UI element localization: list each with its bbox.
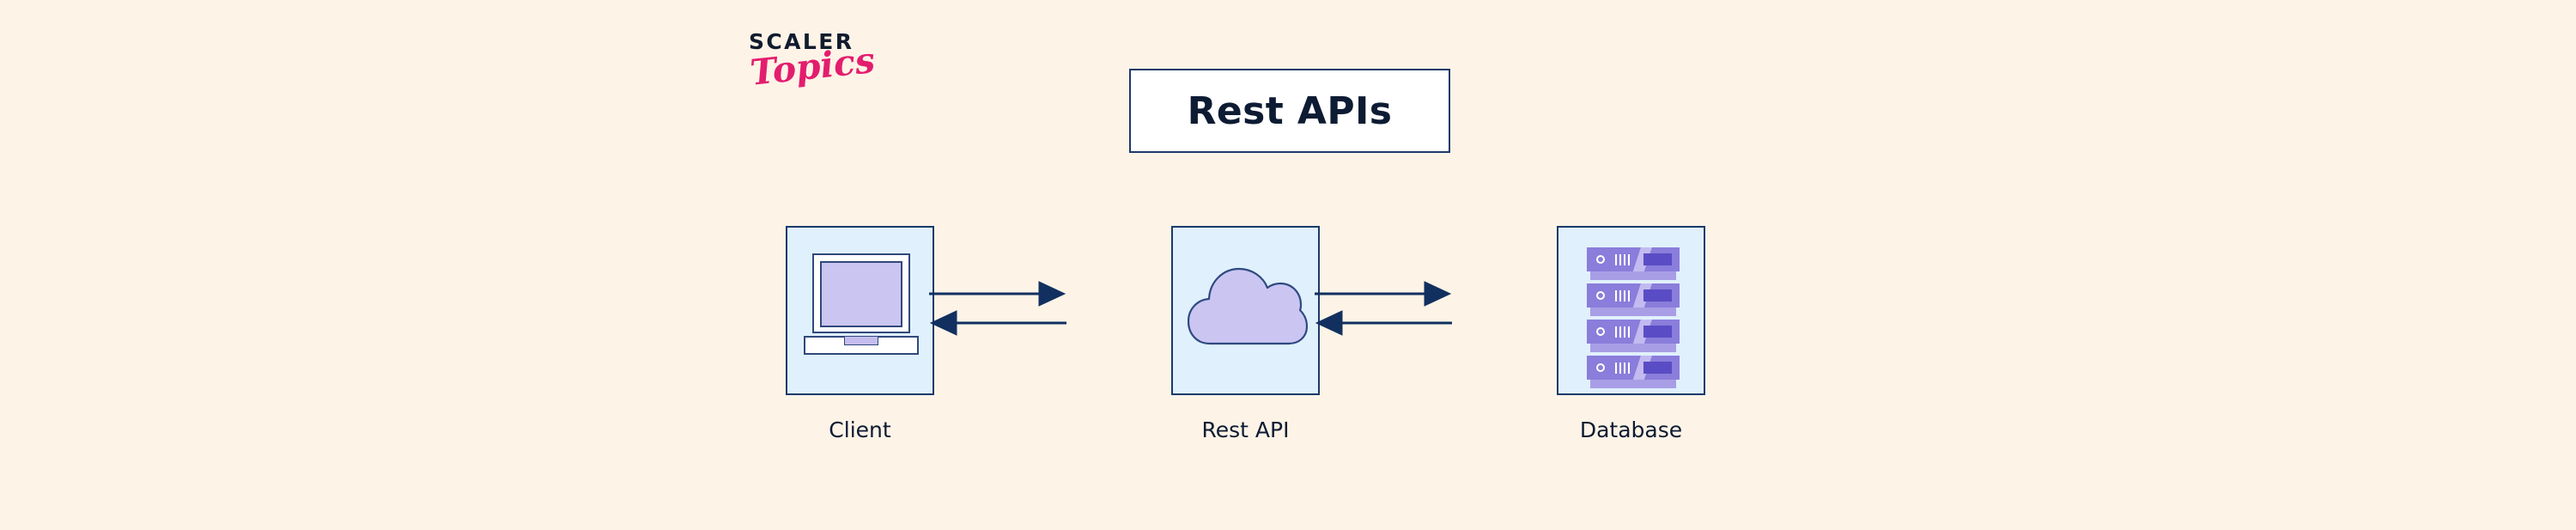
server-led-icon [1596,255,1605,264]
server-led-icon [1596,291,1605,300]
server-vents-icon [1615,326,1630,338]
server-shadow [1590,380,1676,388]
laptop-icon [804,253,919,363]
node-client [786,226,934,395]
server-shadow [1590,308,1676,316]
server-vents-icon [1615,254,1630,265]
node-database [1557,226,1705,395]
server-unit [1587,320,1680,344]
cloud-icon [1188,267,1308,345]
server-vents-icon [1615,290,1630,302]
server-led-icon [1596,327,1605,336]
laptop-screen [820,261,902,327]
server-chip [1643,326,1672,338]
logo-wordmark-scaler: SCALER [749,29,854,54]
server-chip [1643,362,1672,374]
node-label-client: Client [829,417,891,442]
scaler-topics-logo: SCALER Topics [748,29,920,125]
laptop-trackpad [844,336,878,345]
server-shadow [1590,344,1676,352]
connector-client-api [929,281,1066,336]
server-stack-icon [1587,247,1680,388]
node-label-database: Database [1579,417,1683,442]
server-unit [1587,247,1680,271]
laptop-lid [812,253,910,333]
server-vents-icon [1615,362,1630,374]
server-chip [1643,253,1672,265]
node-label-rest-api: Rest API [1201,417,1290,442]
server-unit [1587,356,1680,380]
node-rest-api [1171,226,1320,395]
connector-api-database [1315,281,1452,336]
server-chip [1643,289,1672,302]
title-box: Rest APIs [1129,69,1450,153]
page-title: Rest APIs [1187,88,1393,133]
server-unit [1587,283,1680,308]
server-led-icon [1596,363,1605,372]
server-shadow [1590,271,1676,280]
